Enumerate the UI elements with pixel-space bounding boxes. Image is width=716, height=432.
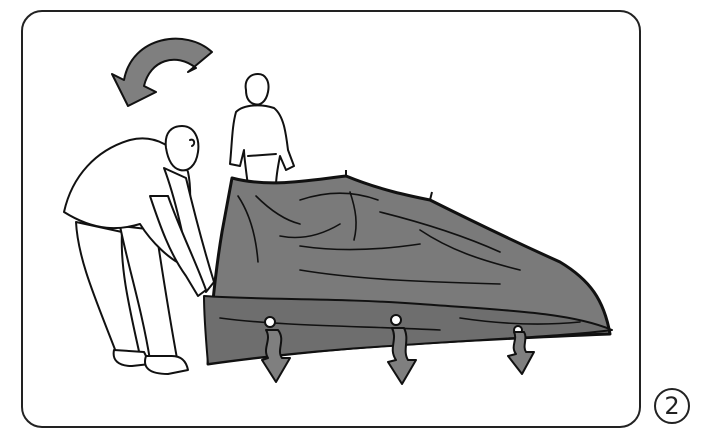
down-arrow-icon — [387, 327, 417, 385]
down-arrow-icon — [507, 331, 535, 375]
person-left — [63, 125, 215, 375]
step-number-badge: 2 — [654, 388, 690, 424]
down-arrow-icon — [261, 329, 291, 383]
tarp-fold — [203, 295, 613, 365]
pole-tips — [345, 170, 433, 201]
tarp-wrinkles — [219, 191, 581, 331]
rotate-arrow-icon — [111, 37, 213, 107]
person-right — [229, 73, 295, 187]
